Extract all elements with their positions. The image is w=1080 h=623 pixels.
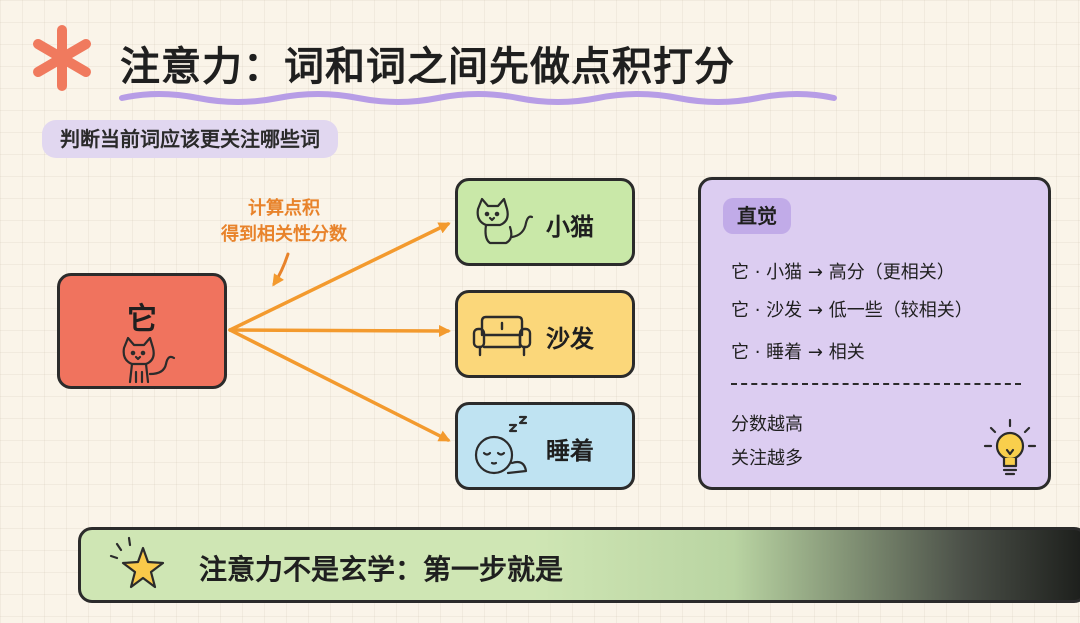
cat-icon	[122, 336, 176, 384]
annotation-line-1: 计算点积	[248, 198, 320, 219]
arrow-to-sofa	[228, 324, 451, 337]
sofa-icon	[472, 315, 532, 357]
panel-tag: 直觉	[723, 198, 791, 234]
summary-line: 分数越高	[731, 414, 803, 435]
source-word-label: 它	[127, 302, 157, 337]
cat-icon	[476, 197, 534, 245]
intuition-line: 它 · 睡着 → 相关	[731, 342, 865, 363]
summary-line: 关注越多	[731, 448, 803, 469]
annotation-line-2: 得到相关性分数	[221, 224, 347, 245]
source-word-box: 它	[57, 273, 227, 389]
target-box-sofa: 沙发	[455, 290, 635, 378]
arrow-to-cat	[228, 222, 451, 332]
banner-text: 注意力不是玄学：第一步就是	[199, 553, 564, 586]
sleeping-face-icon	[474, 415, 528, 475]
target-box-cat: 小猫	[455, 178, 635, 266]
page-title: 注意力：词和词之间先做点积打分	[120, 44, 735, 90]
target-label: 沙发	[546, 325, 594, 353]
target-box-sleep: 睡着	[455, 402, 635, 490]
star-icon	[109, 536, 165, 589]
asterisk-icon	[33, 25, 91, 91]
dot-product-annotation: 计算点积 得到相关性分数	[204, 196, 364, 248]
lightbulb-icon	[983, 418, 1037, 476]
title-underline	[119, 91, 837, 105]
bottom-banner: 注意力不是玄学：第一步就是	[78, 527, 1080, 603]
target-label: 睡着	[546, 437, 594, 465]
intuition-line: 它 · 沙发 → 低一些（较相关）	[731, 300, 973, 321]
panel-divider	[731, 383, 1021, 385]
arrow-to-sleep	[228, 328, 451, 442]
target-label: 小猫	[546, 213, 594, 241]
intuition-line: 它 · 小猫 → 高分（更相关）	[731, 262, 955, 283]
annotation-curl-arrow	[272, 252, 290, 287]
subtitle-banner: 判断当前词应该更关注哪些词	[42, 120, 338, 158]
intuition-panel: 直觉 它 · 小猫 → 高分（更相关） 它 · 沙发 → 低一些（较相关） 它 …	[698, 177, 1051, 490]
